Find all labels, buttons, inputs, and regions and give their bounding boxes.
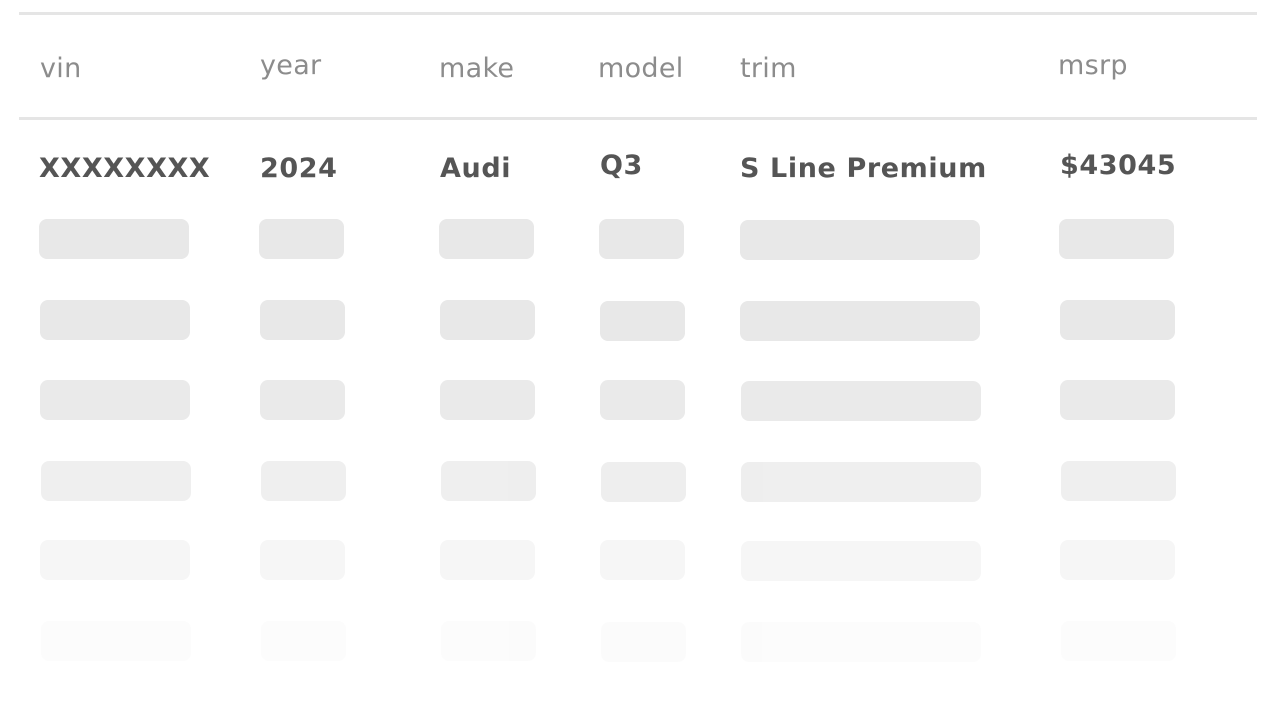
skeleton-cell <box>601 622 686 662</box>
skeleton-cell <box>740 301 980 341</box>
column-header-make[interactable]: make <box>439 53 515 84</box>
skeleton-cell <box>440 540 535 580</box>
skeleton-cell <box>261 461 346 501</box>
skeleton-cell <box>1060 300 1175 340</box>
skeleton-cell <box>40 380 190 420</box>
skeleton-cell <box>601 462 686 502</box>
skeleton-cell <box>439 219 534 259</box>
skeleton-cell <box>1061 461 1176 501</box>
skeleton-cell <box>1060 540 1175 580</box>
skeleton-cell <box>40 540 190 580</box>
skeleton-cell <box>1060 380 1175 420</box>
skeleton-cell <box>740 220 980 260</box>
skeleton-cell <box>440 300 535 340</box>
cell-trim: S Line Premium <box>740 153 987 184</box>
column-header-vin[interactable]: vin <box>40 53 82 84</box>
skeleton-cell <box>260 540 345 580</box>
skeleton-cell <box>600 301 685 341</box>
cell-msrp: $43045 <box>1060 150 1177 181</box>
skeleton-cell <box>440 380 535 420</box>
cell-vin: XXXXXXXX <box>39 153 211 184</box>
skeleton-cell <box>40 300 190 340</box>
skeleton-cell <box>260 380 345 420</box>
cell-model: Q3 <box>600 150 643 181</box>
skeleton-cell <box>261 621 346 661</box>
skeleton-cell <box>260 300 345 340</box>
skeleton-cell <box>441 621 536 661</box>
column-header-trim[interactable]: trim <box>740 53 797 84</box>
skeleton-cell <box>39 219 189 259</box>
skeleton-cell <box>741 462 981 502</box>
column-header-model[interactable]: model <box>598 53 684 84</box>
column-header-msrp[interactable]: msrp <box>1058 50 1128 81</box>
skeleton-cell <box>600 540 685 580</box>
skeleton-cell <box>41 621 191 661</box>
cell-make: Audi <box>440 153 512 184</box>
skeleton-cell <box>1059 219 1174 259</box>
skeleton-cell <box>259 219 344 259</box>
header-divider <box>19 117 1257 120</box>
skeleton-cell <box>741 381 981 421</box>
cell-year: 2024 <box>260 153 338 184</box>
skeleton-cell <box>599 219 684 259</box>
skeleton-cell <box>41 461 191 501</box>
skeleton-cell <box>600 380 685 420</box>
table-top-border <box>19 12 1257 15</box>
column-header-year[interactable]: year <box>260 50 322 81</box>
skeleton-cell <box>441 461 536 501</box>
skeleton-cell <box>741 622 981 662</box>
skeleton-cell <box>1061 621 1176 661</box>
skeleton-cell <box>741 541 981 581</box>
